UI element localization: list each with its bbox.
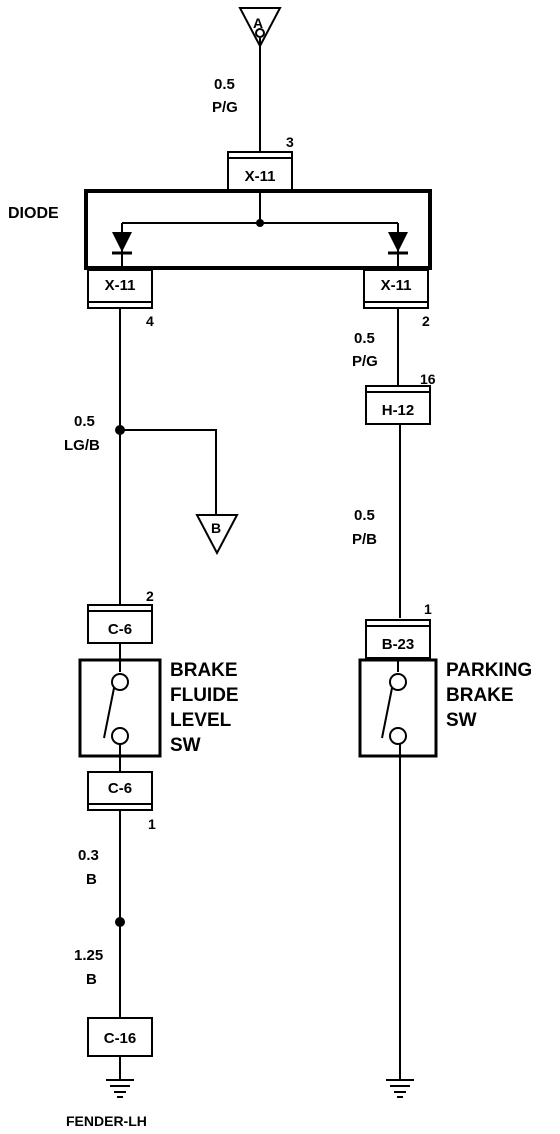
wire-top-size: 0.5 bbox=[214, 76, 235, 93]
parking-brake-switch: PARKING BRAKE SW bbox=[358, 658, 532, 758]
brake-fluid-switch-line-2: FLUIDE bbox=[170, 685, 239, 706]
parking-brake-switch-line-1: PARKING bbox=[446, 660, 532, 681]
connector-b23-pin: 1 bbox=[424, 601, 432, 617]
diode-left-symbol bbox=[112, 232, 132, 252]
terminal-b-label: B bbox=[211, 520, 221, 536]
connector-c6-top-label: C-6 bbox=[108, 621, 132, 638]
connector-x11-top-label: X-11 bbox=[245, 168, 276, 185]
wire-left-ground-color: B bbox=[86, 971, 97, 988]
connector-c16: C-16 bbox=[87, 1017, 153, 1057]
wire-right-lower-color: P/B bbox=[352, 531, 377, 548]
connector-x11-left-label: X-11 bbox=[105, 277, 136, 294]
connector-c16-label: C-16 bbox=[104, 1030, 137, 1047]
wire-left-ground-size: 1.25 bbox=[74, 947, 103, 964]
terminal-a-label: A bbox=[253, 15, 263, 31]
ground-left: FENDER-LH bbox=[66, 1056, 147, 1129]
wire-right-lower-size: 0.5 bbox=[354, 507, 375, 524]
connector-x11-right-label: X-11 bbox=[381, 277, 412, 294]
connector-c6-top-pin: 2 bbox=[146, 588, 154, 604]
connector-b23: B-23 1 bbox=[365, 601, 432, 659]
connector-h12-label: H-12 bbox=[382, 402, 415, 419]
connector-x11-right-pin: 2 bbox=[422, 313, 430, 329]
connector-x11-top: X-11 3 bbox=[227, 134, 294, 191]
diode-label: DIODE bbox=[8, 205, 59, 222]
terminal-b: B bbox=[195, 514, 239, 556]
connector-c6-bottom-label: C-6 bbox=[108, 780, 132, 797]
parking-brake-switch-line-3: SW bbox=[446, 710, 477, 731]
connector-x11-left-pin: 4 bbox=[146, 313, 154, 329]
wire-right-upper-size: 0.5 bbox=[354, 330, 375, 347]
parking-brake-switch-line-2: BRAKE bbox=[446, 685, 514, 706]
connector-h12-pin: 16 bbox=[420, 371, 436, 387]
wire-left-color: LG/B bbox=[64, 437, 100, 454]
terminal-a: A bbox=[238, 7, 282, 49]
wire-right-upper-color: P/G bbox=[352, 353, 378, 370]
ground-left-label: FENDER-LH bbox=[66, 1113, 147, 1129]
brake-fluid-switch-line-4: SW bbox=[170, 735, 201, 756]
diode-block: DIODE bbox=[8, 189, 432, 270]
wire-left-lower-color: B bbox=[86, 871, 97, 888]
diode-right-symbol bbox=[388, 232, 408, 252]
connector-c6-bottom-pin: 1 bbox=[148, 816, 156, 832]
connector-c6-bottom: C-6 1 bbox=[87, 771, 156, 832]
ground-right bbox=[386, 1079, 414, 1098]
connector-b23-label: B-23 bbox=[382, 636, 415, 653]
wire-to-terminal-b bbox=[120, 429, 217, 515]
brake-fluid-level-switch: BRAKE FLUIDE LEVEL SW bbox=[78, 643, 239, 772]
connector-x11-left: X-11 4 bbox=[87, 269, 154, 329]
splice-left-lower bbox=[115, 917, 125, 927]
brake-fluid-switch-line-3: LEVEL bbox=[170, 710, 232, 731]
wire-left-size: 0.5 bbox=[74, 413, 95, 430]
wire-top-color: P/G bbox=[212, 99, 238, 116]
brake-fluid-switch-line-1: BRAKE bbox=[170, 660, 238, 681]
connector-x11-right: X-11 2 bbox=[363, 269, 430, 329]
connector-h12: H-12 16 bbox=[365, 371, 436, 425]
wire-left-lower-size: 0.3 bbox=[78, 847, 99, 864]
connector-x11-top-pin: 3 bbox=[286, 134, 294, 150]
